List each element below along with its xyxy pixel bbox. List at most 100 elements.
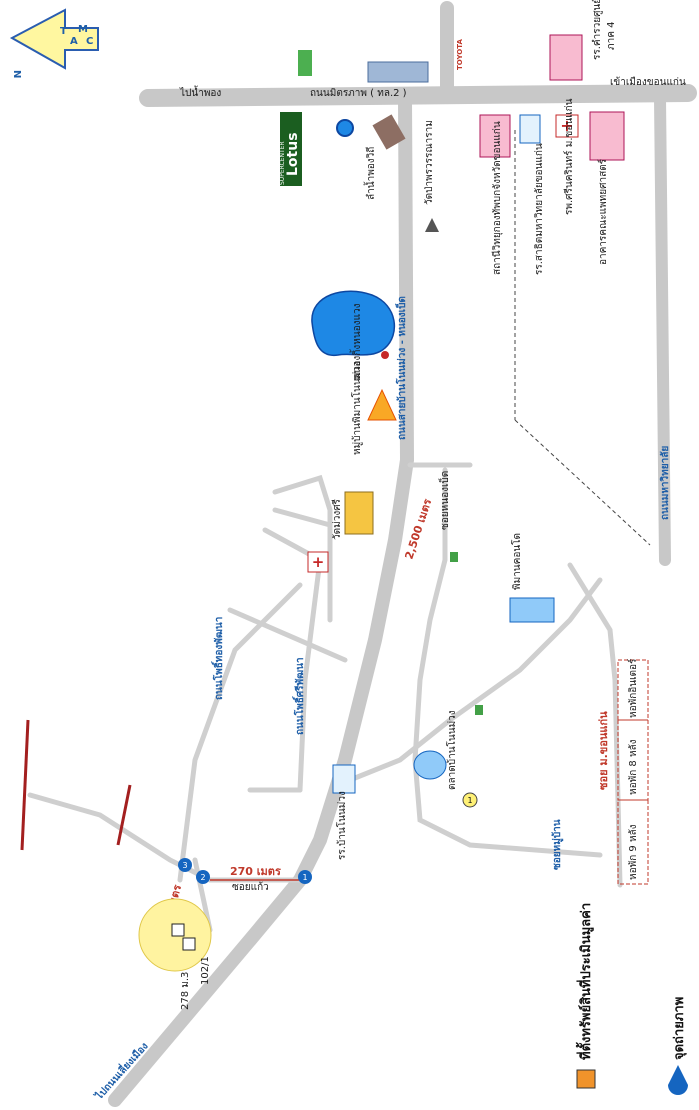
road-temple-2 xyxy=(272,507,333,528)
condo-icon xyxy=(509,597,555,623)
red-line-2 xyxy=(116,784,132,846)
boundary-lines xyxy=(20,130,651,851)
sign-green xyxy=(298,50,312,76)
label-region: ภาค 4 xyxy=(606,22,617,50)
landmarks: Lotus SUPERCENTER TOYOTA ลำน้ำพองวิถี วั… xyxy=(279,0,649,885)
label-soi-sanam: ซอยหนองเบ็ด xyxy=(437,471,451,530)
temple-building-icon xyxy=(344,491,374,535)
road-labels: ถนนมิตรภาพ ( ทล.2 ) ไปน้ำพอง เข้าเมืองขอ… xyxy=(91,76,686,1103)
label-phimon: ถนนโพธิ์ศรีพัฒนา xyxy=(292,657,306,735)
compass-letter-a: A xyxy=(70,36,78,47)
ban-non-muang-road xyxy=(108,93,415,1107)
label-village: หมู่บ้านพิมานโนนม่วง xyxy=(350,361,363,455)
property-house-2 xyxy=(182,937,196,951)
compass-letter-t: T xyxy=(60,26,67,37)
sanamkila-icon xyxy=(372,114,406,150)
label-building: อาคารคณะแพทยศาสตร์ xyxy=(597,158,609,265)
building-flag xyxy=(519,114,541,144)
building-pink-2 xyxy=(589,111,625,161)
road-market-link xyxy=(347,577,603,783)
road-right-vertical xyxy=(654,92,671,566)
label-mahawitthayalai: ถนนมหาวิทยาลัย xyxy=(659,446,671,520)
property-location: 102/1 278 ม.3 xyxy=(138,898,212,1010)
building-icon xyxy=(367,61,429,83)
building-pink-1 xyxy=(479,114,511,158)
legend-property-label: ที่ตั้งทรัพย์สินที่ประเมินมูลค่า xyxy=(575,903,594,1060)
label-condo: พิมานคอนโด xyxy=(510,533,523,590)
compass-north-label: N xyxy=(11,70,22,78)
label-addr-278: 278 ม.3 xyxy=(180,972,191,1010)
small-sign-2 xyxy=(475,705,483,715)
marker-red xyxy=(381,351,389,359)
legend-property-swatch xyxy=(576,1069,596,1089)
hospital-cross-icon: + xyxy=(560,116,573,135)
lake xyxy=(311,290,396,356)
label-soi-khiew: ซอยหมู่บ้าน xyxy=(551,819,564,870)
label-to-khon-kaen: เข้าเมืองขอนแก่น xyxy=(610,76,686,88)
label-to-nam-phong: ไปน้ำพอง xyxy=(179,85,221,99)
photo-point-1-label: 1 xyxy=(302,873,307,882)
label-sanamkila: ลำน้ำพองวิถี xyxy=(363,147,377,200)
road-diagonal-2 xyxy=(177,582,303,883)
label-ban-non-muang-road: ถนนสายบ้านโนนม่วง - หนองเบ็ด xyxy=(394,296,408,440)
clinic-icon xyxy=(307,551,329,573)
road-soi-sanam xyxy=(412,467,603,858)
minor-roads xyxy=(27,462,623,933)
road-phimon xyxy=(297,557,323,793)
label-soi-kaew: ซอยแก้ว xyxy=(232,881,269,893)
main-roads xyxy=(108,1,697,1107)
road-temple xyxy=(272,474,333,623)
label-mittraphap: ถนนมิตรภาพ ( ทล.2 ) xyxy=(310,88,407,99)
label-school-nonmuang: รร.บ้านโนนม่วง xyxy=(335,791,348,860)
compass-letter-m: M xyxy=(78,24,88,35)
school-icon xyxy=(332,764,356,794)
photo-point-market xyxy=(462,792,478,808)
lotus-sub: SUPERCENTER xyxy=(279,141,286,185)
label-hotel2: หอพัก 8 หลัง xyxy=(628,739,639,795)
photo-point-1 xyxy=(298,870,312,884)
legend: ที่ตั้งทรัพย์สินที่ประเมินมูลค่า จุดถ่าย… xyxy=(575,903,688,1095)
lotus-logo xyxy=(280,112,302,186)
hospital-icon xyxy=(555,114,579,138)
label-hospital: รพ.ศรีนครินทร์ ม.ขอนแก่น xyxy=(563,98,575,215)
village-icon xyxy=(367,388,397,421)
small-sign-1 xyxy=(450,552,458,562)
toyota-label: TOYOTA xyxy=(456,39,464,70)
market-icon xyxy=(413,750,447,780)
label-school-kku: รร.คำรวยศูนย์ xyxy=(591,0,603,60)
photo-point-3 xyxy=(178,858,192,872)
label-station-radio: สถานีวิทยุกองทัพบกจังหวัดขอนแก่น xyxy=(491,121,503,275)
legend-photo-label: จุดถ่ายภาพ xyxy=(672,997,687,1060)
compass-letter-c: C xyxy=(86,36,93,47)
photo-point-3-label: 3 xyxy=(182,861,187,870)
label-market: ตลาดบ้านโนนม่วง xyxy=(445,710,458,790)
label-soi-dorm: ซอย ม.ขอนแก่น xyxy=(597,711,610,790)
label-addr-102: 102/1 xyxy=(200,956,211,985)
clinic-cross-icon: + xyxy=(312,553,325,571)
label-lake: หนองกิ้งหนองแวง xyxy=(349,303,363,380)
photo-point-2 xyxy=(196,870,210,884)
compass: T A M C N xyxy=(9,8,99,78)
label-chonprathan: ถนนโพธิ์ทองพัฒนา xyxy=(211,617,225,700)
label-temple: วัดม่วงศรี xyxy=(331,498,343,540)
building-pink-3 xyxy=(549,34,583,81)
compass-arrow-icon xyxy=(9,8,99,70)
photo-points: 1 2 3 1 xyxy=(178,792,478,884)
label-wat-pa: วัดป่าพรวรรณาราม xyxy=(424,120,435,205)
red-line-1 xyxy=(20,719,30,851)
temple-icon xyxy=(425,218,439,232)
dorm-box-3 xyxy=(617,659,649,721)
label-school-demo: รร.สาธิตมหาวิทยาลัยขอนแก่น xyxy=(534,143,545,275)
label-hotel3: หอพักอินเตอร์ xyxy=(627,658,639,718)
property-house-1 xyxy=(171,923,185,937)
distance-2500: 2,500 เมตร xyxy=(402,497,434,561)
legend-photo-icon xyxy=(668,1065,688,1095)
dashed-boundary-2 xyxy=(514,419,651,546)
logo-circle xyxy=(336,119,354,137)
dorm-box-1 xyxy=(617,799,649,885)
mittraphap-road xyxy=(139,84,697,107)
photo-point-market-label: 1 xyxy=(467,796,472,805)
road-small-link xyxy=(192,857,213,933)
label-hotel1: หอพัก 9 หลัง xyxy=(628,824,639,880)
